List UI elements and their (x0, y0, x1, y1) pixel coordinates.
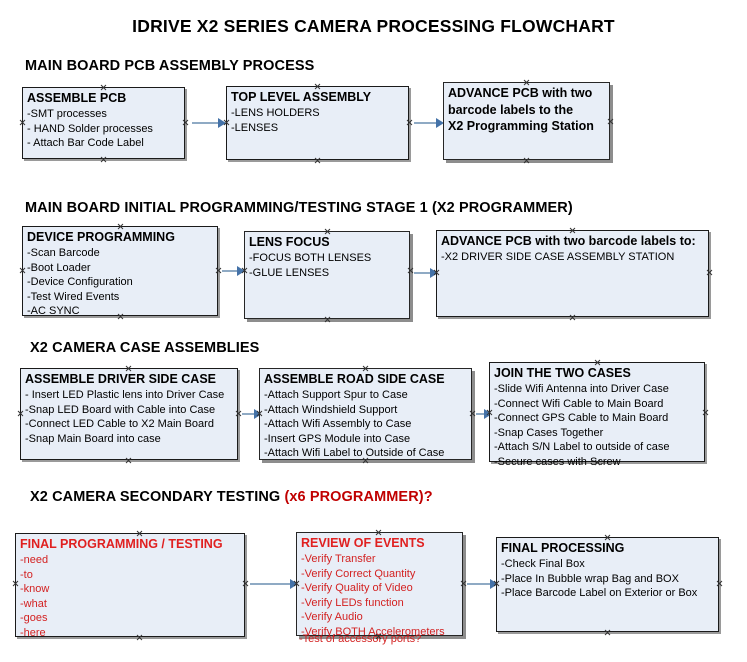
box-title: ADVANCE PCB with two (448, 86, 593, 100)
box-line: -Attach S/N Label to outside of case (494, 441, 670, 453)
box-line-overflow: -Test of accessory ports? (299, 633, 422, 645)
connector-arrowhead (490, 579, 498, 589)
connector-line (242, 413, 256, 415)
box-line: -LENS HOLDERS (231, 107, 320, 119)
box-title: LENS FOCUS (249, 235, 330, 249)
box-advance-pcb-programming-station[interactable]: ADVANCE PCB with two barcode labels to t… (443, 82, 610, 160)
box-lens-focus[interactable]: LENS FOCUS -FOCUS BOTH LENSES -GLUE LENS… (244, 231, 410, 319)
box-line: -Attach Windshield Support (264, 403, 398, 416)
box-line: X2 Programming Station (448, 119, 594, 133)
section-heading-4: X2 CAMERA SECONDARY TESTING (x6 PROGRAMM… (30, 489, 433, 505)
box-top-level-assembly[interactable]: TOP LEVEL ASSEMBLY -LENS HOLDERS -LENSES (226, 86, 409, 160)
section-heading-2: MAIN BOARD INITIAL PROGRAMMING/TESTING S… (25, 200, 573, 216)
connector-arrowhead (237, 266, 245, 276)
box-line: -know (20, 583, 50, 595)
connector-line (467, 583, 492, 585)
box-line: -here (20, 626, 46, 639)
box-device-programming[interactable]: DEVICE PROGRAMMING -Scan Barcode -Boot L… (22, 226, 218, 317)
connector-line (250, 583, 292, 585)
box-title: DEVICE PROGRAMMING (27, 230, 175, 244)
box-assemble-road-side-case[interactable]: ASSEMBLE ROAD SIDE CASE -Attach Support … (259, 368, 472, 460)
box-assemble-driver-side-case[interactable]: ASSEMBLE DRIVER SIDE CASE - Insert LED P… (20, 368, 238, 460)
box-line: -Connect LED Cable to X2 Main Board (25, 418, 214, 430)
connector-arrowhead (254, 409, 262, 419)
box-line: -to (20, 568, 33, 581)
box-line: -Secure cases with Screw (494, 455, 621, 468)
box-final-processing[interactable]: FINAL PROCESSING -Check Final Box -Place… (496, 537, 719, 632)
box-line: -X2 DRIVER SIDE CASE ASSEMBLY STATION (441, 251, 675, 263)
box-line: -Place Barcode Label on Exterior or Box (501, 587, 698, 599)
box-title: REVIEW OF EVENTS (301, 536, 425, 550)
box-line: - Insert LED Plastic lens into Driver Ca… (25, 389, 225, 401)
box-title: ADVANCE PCB with two barcode labels to: (441, 234, 696, 248)
connector-line (414, 272, 432, 274)
box-line: -Attach Wifi Label to Outside of Case (264, 447, 445, 459)
box-line: -SMT processes (27, 108, 107, 120)
box-line: - HAND Solder processes (27, 122, 153, 135)
box-line: -Boot Loader (27, 261, 91, 274)
box-line: -Connect GPS Cable to Main Board (494, 412, 669, 424)
box-assemble-pcb[interactable]: ASSEMBLE PCB -SMT processes - HAND Solde… (22, 87, 185, 159)
box-line: -GLUE LENSES (249, 266, 330, 279)
box-line: -Verify Audio (301, 611, 363, 623)
box-line: -LENSES (231, 121, 279, 134)
box-title: ASSEMBLE ROAD SIDE CASE (264, 372, 445, 386)
box-line: -Snap Cases Together (494, 426, 604, 439)
box-final-programming-testing[interactable]: FINAL PROGRAMMING / TESTING -need -to -k… (15, 533, 245, 639)
box-title: TOP LEVEL ASSEMBLY (231, 90, 372, 104)
box-line: -Attach Wifi Assembly to Case (264, 418, 412, 430)
box-line: -Check Final Box (501, 558, 585, 570)
box-advance-pcb-driver-side-case[interactable]: ADVANCE PCB with two barcode labels to: … (436, 230, 709, 317)
box-line: -Place In Bubble wrap Bag and BOX (501, 572, 679, 585)
box-line: -goes (20, 612, 48, 624)
box-title: ASSEMBLE PCB (27, 91, 127, 105)
box-join-the-two-cases[interactable]: JOIN THE TWO CASES -Slide Wifi Antenna i… (489, 362, 705, 468)
connector-arrowhead (436, 118, 444, 128)
box-line: -Verify Correct Quantity (301, 567, 416, 580)
box-line: -Snap LED Board with Cable into Case (25, 403, 216, 416)
connector-arrowhead (484, 409, 492, 419)
box-line: -Slide Wifi Antenna into Driver Case (494, 383, 669, 395)
box-line: -Connect Wifi Cable to Main Board (494, 397, 664, 410)
box-line: -Attach Support Spur to Case (264, 389, 408, 401)
connector-line (222, 270, 239, 272)
box-line: -what (20, 597, 47, 610)
box-review-of-events[interactable]: REVIEW OF EVENTS -Verify Transfer -Verif… (296, 532, 463, 638)
box-line: -Verify BOTH Accelerometers (301, 625, 445, 638)
box-line: -Verify Transfer (301, 553, 376, 565)
connector-line (476, 413, 486, 415)
section-heading-1: MAIN BOARD PCB ASSEMBLY PROCESS (25, 58, 315, 74)
connector-line (192, 122, 220, 124)
box-line: -Scan Barcode (27, 247, 100, 259)
box-line: -Snap Main Board into case (25, 432, 161, 445)
box-line: -Device Configuration (27, 276, 133, 288)
box-line: -Insert GPS Module into Case (264, 432, 411, 445)
box-title: FINAL PROGRAMMING / TESTING (20, 537, 223, 551)
connector-arrowhead (430, 268, 438, 278)
page-title: IDRIVE X2 SERIES CAMERA PROCESSING FLOWC… (132, 16, 615, 36)
section-heading-4-main: X2 CAMERA SECONDARY TESTING (30, 489, 285, 505)
box-line: -FOCUS BOTH LENSES (249, 252, 372, 264)
box-line: barcode labels to the (448, 103, 574, 117)
box-title: ASSEMBLE DRIVER SIDE CASE (25, 372, 217, 386)
connector-arrowhead (218, 118, 226, 128)
box-line: -AC SYNC (27, 305, 80, 317)
box-line: -Test Wired Events (27, 290, 120, 303)
section-heading-3: X2 CAMERA CASE ASSEMBLIES (30, 340, 260, 356)
box-line: - Attach Bar Code Label (27, 137, 144, 149)
box-line: -Verify LEDs function (301, 596, 404, 609)
box-title: JOIN THE TWO CASES (494, 366, 631, 380)
box-line: -need (20, 554, 49, 566)
section-heading-4-accent: (x6 PROGRAMMER)? (284, 489, 433, 505)
connector-arrowhead (290, 579, 298, 589)
box-line: -Verify Quality of Video (301, 582, 413, 594)
box-title: FINAL PROCESSING (501, 541, 625, 555)
connector-line (414, 122, 438, 124)
